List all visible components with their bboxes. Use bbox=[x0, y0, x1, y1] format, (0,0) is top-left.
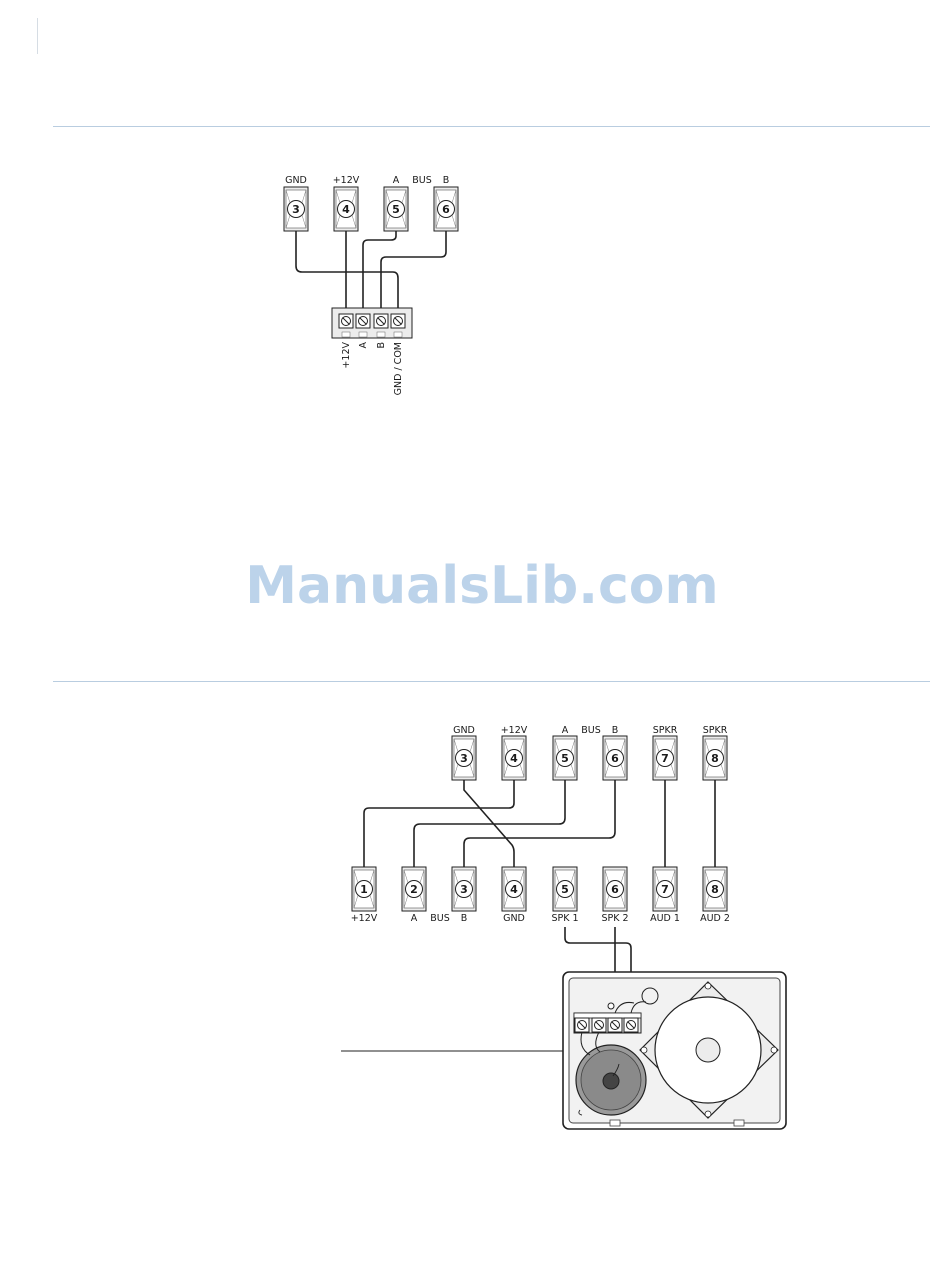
diagram2-bottom-terminals: 1 2 3 4 5 6 7 8 bbox=[352, 867, 727, 911]
wire-gnd bbox=[296, 231, 398, 313]
terminal-number: 5 bbox=[392, 203, 400, 216]
terminal-number: 6 bbox=[611, 883, 619, 896]
diagram2-top-terminals: 3 4 5 6 7 8 bbox=[452, 736, 727, 780]
d2-label-b: B bbox=[612, 725, 619, 736]
d2-bottom-terminal-8: 8 bbox=[703, 867, 727, 911]
device-terminal-strip bbox=[574, 1013, 641, 1033]
d1-terminal-5: 5 bbox=[384, 187, 408, 231]
d1-terminal-3: 3 bbox=[284, 187, 308, 231]
terminal-number: 1 bbox=[360, 883, 368, 896]
d2-label-12v: +12V bbox=[501, 725, 528, 736]
terminal-number: 2 bbox=[410, 883, 418, 896]
terminal-number: 6 bbox=[442, 203, 450, 216]
d2-top-terminal-4: 4 bbox=[502, 736, 526, 780]
d2-label-spkr-1: SPKR bbox=[653, 725, 678, 736]
d1-label-a: A bbox=[393, 175, 400, 186]
d2-top-terminal-6: 6 bbox=[603, 736, 627, 780]
d2-bottom-label-b: B bbox=[461, 913, 468, 924]
d2-label-spkr-2: SPKR bbox=[703, 725, 728, 736]
d2-top-terminal-3: 3 bbox=[452, 736, 476, 780]
d2-label-bus: BUS bbox=[581, 725, 601, 736]
d2-bottom-label-12v: +12V bbox=[351, 913, 378, 924]
d2-bottom-label-aud1: AUD 1 bbox=[650, 913, 680, 924]
terminal-number: 7 bbox=[661, 752, 669, 765]
d2-bottom-terminal-4: 4 bbox=[502, 867, 526, 911]
terminal-number: 8 bbox=[711, 883, 719, 896]
d1-conn-label-gnd-com: GND / COM bbox=[393, 342, 404, 395]
d1-label-12v: +12V bbox=[333, 175, 360, 186]
d2-top-terminal-5: 5 bbox=[553, 736, 577, 780]
terminal-number: 6 bbox=[611, 752, 619, 765]
d1-conn-label-b: B bbox=[376, 342, 387, 349]
d2-bottom-label-a: A bbox=[411, 913, 418, 924]
diagram1-panel-terminals: 3 4 5 6 bbox=[284, 187, 458, 231]
d2-bottom-label-spk2: SPK 2 bbox=[601, 913, 628, 924]
terminal-number: 5 bbox=[561, 752, 569, 765]
d2-bottom-label-spk1: SPK 1 bbox=[551, 913, 578, 924]
terminal-number: 4 bbox=[510, 752, 518, 765]
d1-conn-label-12v: +12V bbox=[341, 342, 352, 369]
terminal-number: 3 bbox=[460, 883, 468, 896]
d2-bottom-label-bus: BUS bbox=[430, 913, 450, 924]
d2-bottom-terminal-2: 2 bbox=[402, 867, 426, 911]
terminal-number: 5 bbox=[561, 883, 569, 896]
terminal-number: 3 bbox=[460, 752, 468, 765]
terminal-number: 7 bbox=[661, 883, 669, 896]
speaker-device-illustration bbox=[563, 972, 786, 1129]
diagram1-wires bbox=[296, 231, 446, 313]
d1-conn-label-a: A bbox=[358, 342, 369, 349]
d2-bottom-label-aud2: AUD 2 bbox=[700, 913, 730, 924]
d2-label-a: A bbox=[562, 725, 569, 736]
d2-label-gnd: GND bbox=[453, 725, 475, 736]
d1-connector-block bbox=[332, 308, 412, 338]
terminal-number: 4 bbox=[342, 203, 350, 216]
terminal-number: 3 bbox=[292, 203, 300, 216]
d1-label-bus: BUS bbox=[412, 175, 432, 186]
terminal-number: 4 bbox=[510, 883, 518, 896]
piezo-sounder-icon bbox=[576, 1045, 646, 1115]
d2-bottom-terminal-7: 7 bbox=[653, 867, 677, 911]
d2-bottom-label-gnd: GND bbox=[503, 913, 525, 924]
d1-terminal-6: 6 bbox=[434, 187, 458, 231]
d2-bottom-terminal-5: 5 bbox=[553, 867, 577, 911]
watermark: ManualsLib.com bbox=[245, 556, 718, 616]
d2-top-terminal-8: 8 bbox=[703, 736, 727, 780]
d2-bottom-terminal-1: 1 bbox=[352, 867, 376, 911]
d2-bottom-terminal-3: 3 bbox=[452, 867, 476, 911]
d1-label-b: B bbox=[443, 175, 450, 186]
d1-label-gnd: GND bbox=[285, 175, 307, 186]
wire-a bbox=[414, 780, 565, 867]
terminal-number: 8 bbox=[711, 752, 719, 765]
d2-bottom-terminal-6: 6 bbox=[603, 867, 627, 911]
d2-top-terminal-7: 7 bbox=[653, 736, 677, 780]
d1-terminal-4: 4 bbox=[334, 187, 358, 231]
